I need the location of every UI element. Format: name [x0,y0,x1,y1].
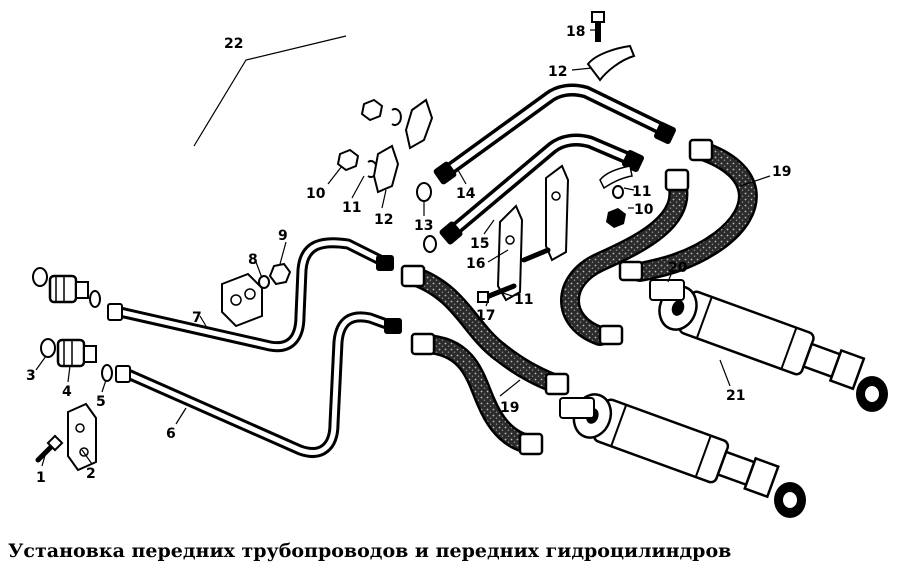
hose-19-upper [560,138,758,346]
callout-labels: 1 2 3 4 5 6 7 8 9 10 11 12 13 14 15 16 1… [26,24,791,486]
callout-12-right: 12 [548,64,567,80]
clip-plate-top [404,98,434,150]
exploded-assembly-diagram: 1 2 3 4 5 6 7 8 9 10 11 12 13 14 15 16 1… [26,11,888,518]
callout-10-left: 10 [306,186,326,202]
callout-12-left: 12 [374,212,393,228]
callout-8: 8 [248,252,258,268]
callout-14: 14 [456,186,476,202]
o-ring-3 [40,338,56,358]
callout-17: 17 [476,308,495,324]
tube-6 [115,311,402,458]
clip-plate-12-right [586,44,636,82]
bolt-18 [591,11,605,42]
callout-10-right: 10 [634,202,654,218]
callout-4: 4 [62,384,72,400]
callout-18: 18 [566,24,585,40]
tube-15 [439,133,644,245]
tube-14 [433,83,676,185]
leader-lines [35,29,771,467]
callout-1: 1 [36,470,46,486]
callout-2: 2 [86,466,96,482]
callout-5: 5 [96,394,106,410]
diagram-caption: Установка передних трубопроводов и перед… [8,540,732,562]
bolt-1 [35,434,64,463]
nut-10-right [606,208,626,228]
bolt-17 [477,247,551,303]
callout-6: 6 [166,426,176,442]
union-fitting-4 [56,338,97,368]
washer-11-right [599,165,633,199]
hydraulic-cylinder-21 [649,279,888,412]
tube-clamp-block [221,272,263,328]
callout-7: 7 [192,310,202,326]
union-fitting-upper [48,274,89,304]
callout-16: 16 [466,256,485,272]
hydraulic-cylinder-lower [559,393,806,518]
o-ring-upper-right [89,290,101,308]
callout-11-mid: 11 [514,292,533,308]
callout-3: 3 [26,368,36,384]
nut-9 [268,262,292,286]
clip-plate-12-left [372,144,400,194]
callout-9: 9 [278,228,288,244]
callout-20: 20 [668,260,688,276]
leader-22 [193,35,347,147]
nut-top [360,98,384,122]
callout-11-left: 11 [342,200,361,216]
o-ring-13 [416,182,437,253]
bracket-2 [67,402,97,472]
o-ring-upper [32,267,48,287]
spring-washer-top [391,108,402,126]
o-ring-5 [101,364,113,382]
callout-15: 15 [470,236,489,252]
washer-8 [258,275,270,289]
hose-19-lower [400,264,570,456]
nut-10-left [336,148,360,172]
callout-13: 13 [414,218,433,234]
callout-19-left: 19 [500,400,519,416]
bracket-16 [496,164,570,302]
callout-11-right: 11 [632,184,651,200]
callout-22: 22 [224,36,243,52]
callout-21: 21 [726,388,745,404]
callout-19-right: 19 [772,164,791,180]
tube-7 [107,237,394,353]
